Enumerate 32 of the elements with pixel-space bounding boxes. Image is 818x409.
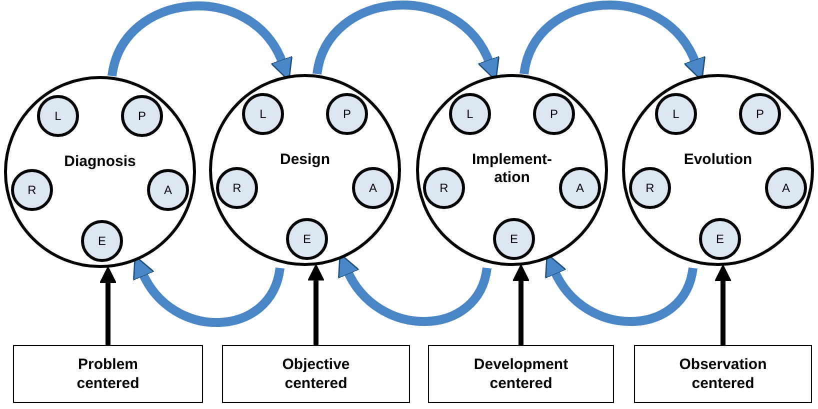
- letter-circle: L: [242, 93, 284, 135]
- letter-circle: P: [739, 93, 781, 135]
- arrow: [308, 264, 324, 345]
- focus-box: Development centered: [428, 345, 614, 403]
- letter-circle: P: [121, 95, 163, 137]
- letter-circle: P: [326, 93, 368, 135]
- arrow: [512, 264, 530, 345]
- letter-circle: E: [699, 218, 741, 260]
- stage-label: Diagnosis: [63, 153, 137, 171]
- letter-circle: P: [533, 93, 575, 135]
- letter-circle: A: [352, 167, 394, 209]
- focus-box: Observation centered: [634, 345, 812, 403]
- letter-circle: L: [655, 93, 697, 135]
- stage-label: Implement- ation: [470, 151, 553, 187]
- letter-circle: R: [216, 167, 258, 209]
- stage-label: Evolution: [682, 151, 754, 169]
- letter-circle: L: [37, 95, 79, 137]
- arrow: [100, 266, 116, 345]
- letter-circle: E: [493, 218, 535, 260]
- letter-circle: E: [81, 220, 123, 262]
- letter-circle: L: [449, 93, 491, 135]
- focus-box: Objective centered: [222, 345, 410, 403]
- stage-label: Design: [278, 151, 331, 169]
- letter-circle: E: [286, 218, 328, 260]
- focus-box: Problem centered: [13, 345, 203, 403]
- letter-circle: A: [559, 167, 601, 209]
- letter-circle: A: [147, 169, 189, 211]
- letter-circle: R: [11, 169, 53, 211]
- letter-circle: R: [629, 167, 671, 209]
- letter-circle: R: [423, 167, 465, 209]
- letter-circle: A: [765, 167, 807, 209]
- arrow: [714, 264, 732, 345]
